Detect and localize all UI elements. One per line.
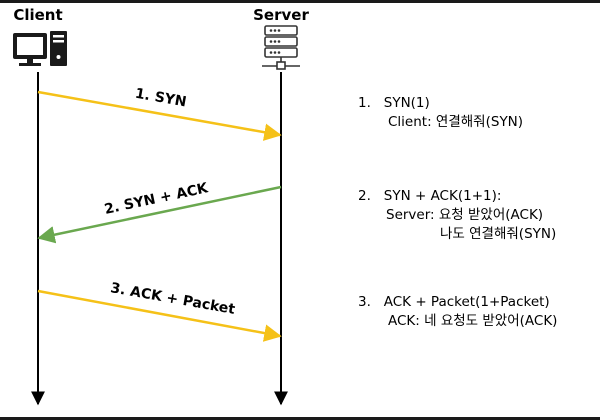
note-2-line-1: Server: 요청 받았어(ACK) bbox=[386, 207, 544, 223]
syn-ack-arrow bbox=[37, 185, 282, 244]
syn-arrow-label: 1. SYN bbox=[134, 86, 188, 111]
ack-packet-arrow bbox=[37, 289, 282, 342]
top-border bbox=[0, 0, 600, 3]
ack-packet-arrow-label: 3. ACK + Packet bbox=[109, 280, 236, 318]
note-2-title: 2. SYN + ACK(1+1): bbox=[358, 188, 502, 204]
note-3-line-1: ACK: 네 요청도 받았어(ACK) bbox=[388, 313, 558, 329]
note-1-title: 1. SYN(1) bbox=[358, 95, 430, 111]
client-label: Client bbox=[13, 6, 62, 24]
desktop-computer-icon bbox=[13, 31, 67, 66]
note-3-title: 3. ACK + Packet(1+Packet) bbox=[358, 294, 550, 310]
note-2: 2. SYN + ACK(1+1): Server: 요청 받았어(ACK) 나… bbox=[358, 187, 556, 244]
server-rack-icon bbox=[262, 25, 300, 70]
note-2-line-2: 나도 연결해줘(SYN) bbox=[440, 226, 557, 242]
note-3: 3. ACK + Packet(1+Packet) ACK: 네 요청도 받았어… bbox=[358, 293, 557, 331]
note-1: 1. SYN(1) Client: 연결해줘(SYN) bbox=[358, 94, 523, 132]
note-1-line-1: Client: 연결해줘(SYN) bbox=[388, 114, 524, 130]
bottom-border bbox=[0, 417, 600, 420]
server-label: Server bbox=[253, 6, 309, 24]
syn-arrow bbox=[37, 90, 282, 141]
